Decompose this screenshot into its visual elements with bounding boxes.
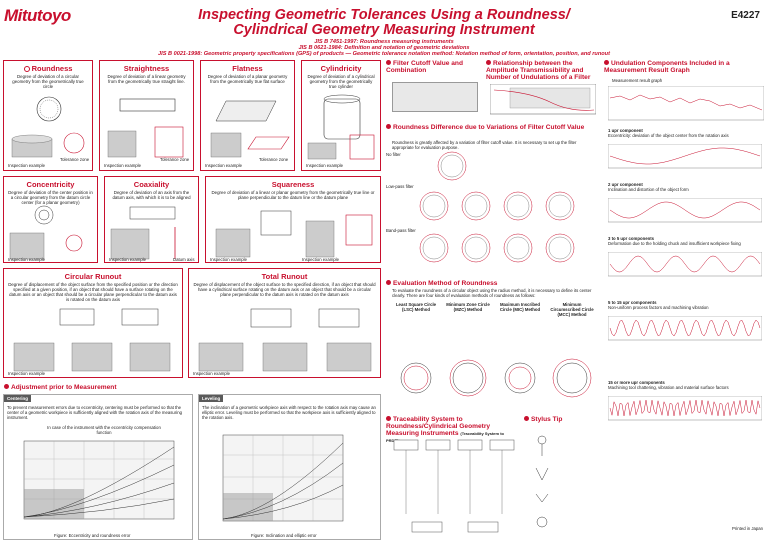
- graph-label: Measurement result graph: [612, 78, 663, 83]
- panel-roundness: Roundness Degree of deviation of a circu…: [3, 60, 93, 171]
- panel-total-runout: Total Runout Degree of displacement of t…: [188, 268, 381, 378]
- evaluation-method-diagrams: [400, 358, 592, 398]
- page-header: Mitutoyo E4227 Inspecting Geometric Tole…: [0, 0, 768, 58]
- standard-2: JIS B 0621-1984: Definition and notation…: [298, 45, 470, 51]
- filter-table: [392, 82, 478, 112]
- centering-panel: Centering To prevent measurement errors …: [3, 394, 193, 540]
- panel-concentricity: Concentricity Degree of deviation of the…: [3, 176, 98, 263]
- adjustment-title: Adjustment prior to Measurement: [4, 384, 117, 391]
- panel-straightness: Straightness Degree of deviation of a li…: [99, 60, 194, 171]
- difference-title: Roundness Difference due to Variations o…: [386, 124, 596, 131]
- amplitude-chart: [490, 84, 596, 115]
- component-graph: [608, 252, 762, 277]
- leveling-panel: Leveling The inclination of a geometric …: [198, 394, 381, 540]
- mitutoyo-logo: Mitutoyo: [4, 6, 71, 25]
- component-graph: [608, 198, 762, 223]
- filter-difference-plots: [419, 151, 575, 263]
- standard-1: JIS B 7451-1997: Roundness measuring ins…: [314, 39, 454, 45]
- panel-circular-runout: Circular Runout Degree of displacement o…: [3, 268, 183, 378]
- inclination-chart: [222, 434, 344, 522]
- panel-cylindricity: Cylindricity Degree of deviation of a cy…: [301, 60, 381, 171]
- component-note: Deformation due to the holding chuck and…: [608, 241, 741, 246]
- eccentricity-chart: [23, 440, 175, 520]
- roundness-diagram: [11, 96, 85, 158]
- panel-flatness: Flatness Degree of deviation of a planar…: [200, 60, 295, 171]
- straightness-diagram: [107, 98, 184, 158]
- cylindricity-diagram: [307, 94, 375, 160]
- printed-in-japan: Printed in Japan: [732, 526, 764, 531]
- concentricity-diagram: [9, 205, 83, 260]
- component-graph: [608, 316, 762, 341]
- circular-runout-diagram: [13, 308, 171, 372]
- component-name: 15 or more upr components: [608, 380, 665, 385]
- component-graph: [608, 396, 762, 421]
- document-code: E4227: [731, 10, 760, 21]
- bandpass-label: Band-pass filter: [386, 228, 416, 233]
- component-graph: [608, 144, 762, 169]
- component-name: 3 to 5 upr components: [608, 236, 655, 241]
- component-name: 2 upr component: [608, 182, 643, 187]
- panel-squareness: Squareness Degree of deviation of a line…: [205, 176, 381, 263]
- component-note: Machining tool chattering, vibration and…: [608, 385, 729, 390]
- component-note: Inclination and distortion of the object…: [608, 187, 689, 192]
- filter-title: Filter Cutoff Value and Combination: [386, 60, 463, 74]
- stylus-tip-diagrams: [535, 435, 549, 528]
- component-note: Eccentricity: deviation of the object ce…: [608, 133, 729, 138]
- component-name: 5 to 15 upr components: [608, 300, 657, 305]
- standard-3: JIS B 0021-1998: Geometric property spec…: [158, 51, 610, 57]
- undulation-title: Undulation Components Included in a Meas…: [604, 60, 730, 74]
- traceability-title: Traceability System to Roundness/Cylindr…: [386, 416, 504, 443]
- component-note: Non-uniform process factors and machinin…: [608, 305, 709, 310]
- evaluation-title: Evaluation Method of Roundness: [386, 280, 596, 287]
- flatness-diagram: [210, 100, 290, 158]
- measurement-result-graph: [608, 86, 764, 121]
- lowpass-label: Low-pass filter: [386, 184, 414, 189]
- coaxiality-diagram: [110, 206, 176, 260]
- relationship-title: Relationship between the Amplitude Trans…: [486, 60, 591, 81]
- page-title: Inspecting Geometric Tolerances Using a …: [198, 7, 570, 38]
- no-filter-label: No filter: [386, 152, 401, 157]
- methods-row: Least Square Circle (LSC) Method Minimum…: [395, 302, 594, 317]
- traceability-diagram: [393, 439, 515, 533]
- squareness-diagram: [215, 210, 373, 258]
- component-name: 1 upr component: [608, 128, 643, 133]
- panel-coaxiality: Coaxiality Degree of deviation of an axi…: [104, 176, 199, 263]
- stylus-title: Stylus Tip: [524, 416, 562, 423]
- total-runout-diagram: [198, 308, 372, 372]
